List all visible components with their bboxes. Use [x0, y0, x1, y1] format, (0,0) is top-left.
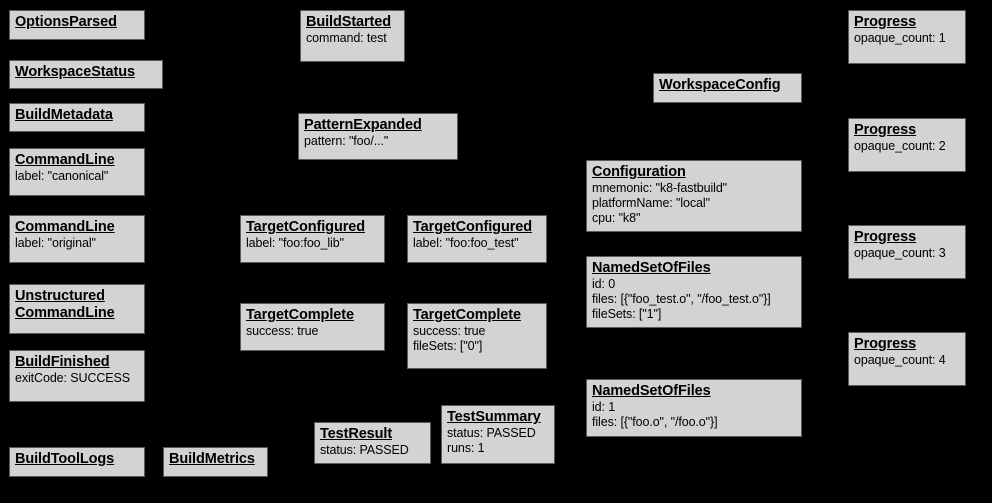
node-fields: label: "foo:foo_test": [413, 236, 541, 251]
node-field: fileSets: ["1"]: [592, 307, 662, 321]
node-field: label: "original": [15, 236, 96, 250]
node-title: Progress: [854, 229, 917, 245]
node-title: TargetComplete: [246, 307, 354, 323]
node-field: files: [{"foo_test.o", "/foo_test.o"}]: [592, 292, 771, 306]
node-title: TargetConfigured: [413, 219, 532, 235]
node-fields: success: true: [246, 324, 379, 339]
node-title: BuildStarted: [306, 14, 392, 30]
node-unstructured-command-line[interactable]: Unstructured CommandLine: [9, 284, 145, 334]
node-title: Unstructured CommandLine: [15, 288, 115, 321]
node-fields: opaque_count: 3: [854, 246, 960, 261]
node-title: Progress: [854, 122, 917, 138]
node-title: NamedSetOfFiles: [592, 260, 711, 276]
node-title: Progress: [854, 14, 917, 30]
node-options-parsed[interactable]: OptionsParsed: [9, 10, 145, 40]
node-fields: command: test: [306, 31, 399, 46]
node-title: TargetConfigured: [246, 219, 365, 235]
node-title: TargetComplete: [413, 307, 521, 323]
node-field: label: "foo:foo_lib": [246, 236, 344, 250]
node-field: success: true: [246, 324, 319, 338]
node-field: success: true: [413, 324, 486, 338]
node-field: pattern: "foo/...": [304, 134, 389, 148]
node-fields: pattern: "foo/...": [304, 134, 452, 149]
node-field: command: test: [306, 31, 387, 45]
node-fields: opaque_count: 4: [854, 353, 960, 368]
node-title: CommandLine: [15, 152, 115, 168]
node-fields: mnemonic: "k8-fastbuild"platformName: "l…: [592, 181, 796, 226]
node-workspace-config[interactable]: WorkspaceConfig: [653, 73, 802, 103]
node-title: WorkspaceConfig: [659, 77, 781, 93]
node-fields: exitCode: SUCCESS: [15, 371, 139, 386]
node-field: opaque_count: 3: [854, 246, 946, 260]
node-title: BuildToolLogs: [15, 451, 115, 467]
node-field: fileSets: ["0"]: [413, 339, 483, 353]
node-field: id: 1: [592, 400, 616, 414]
node-fields: label: "canonical": [15, 169, 139, 184]
node-field: label: "canonical": [15, 169, 109, 183]
node-title: NamedSetOfFiles: [592, 383, 711, 399]
node-title: TestSummary: [447, 409, 541, 425]
node-title: BuildFinished: [15, 354, 110, 370]
node-title: BuildMetrics: [169, 451, 255, 467]
node-build-tool-logs[interactable]: BuildToolLogs: [9, 447, 145, 477]
node-title: OptionsParsed: [15, 14, 117, 30]
node-field: platformName: "local": [592, 196, 710, 210]
node-title: WorkspaceStatus: [15, 64, 135, 80]
node-field: cpu: "k8": [592, 211, 641, 225]
node-fields: status: PASSED: [320, 443, 425, 458]
node-field: runs: 1: [447, 441, 485, 455]
node-fields: label: "foo:foo_lib": [246, 236, 379, 251]
node-workspace-status[interactable]: WorkspaceStatus: [9, 60, 163, 89]
node-field: opaque_count: 1: [854, 31, 946, 45]
node-field: exitCode: SUCCESS: [15, 371, 131, 385]
node-title: PatternExpanded: [304, 117, 422, 133]
node-title: BuildMetadata: [15, 107, 113, 123]
node-fields: opaque_count: 2: [854, 139, 960, 154]
node-field: id: 0: [592, 277, 616, 291]
node-fields: label: "original": [15, 236, 139, 251]
node-field: mnemonic: "k8-fastbuild": [592, 181, 728, 195]
node-field: opaque_count: 2: [854, 139, 946, 153]
node-build-metrics[interactable]: BuildMetrics: [163, 447, 268, 477]
node-field: opaque_count: 4: [854, 353, 946, 367]
node-field: status: PASSED: [447, 426, 536, 440]
node-title: CommandLine: [15, 219, 115, 235]
node-field: files: [{"foo.o", "/foo.o"}]: [592, 415, 718, 429]
node-build-metadata[interactable]: BuildMetadata: [9, 103, 145, 132]
node-title: TestResult: [320, 426, 393, 442]
node-title: Configuration: [592, 164, 686, 180]
node-title: Progress: [854, 336, 917, 352]
node-fields: opaque_count: 1: [854, 31, 960, 46]
node-field: label: "foo:foo_test": [413, 236, 519, 250]
node-field: status: PASSED: [320, 443, 409, 457]
